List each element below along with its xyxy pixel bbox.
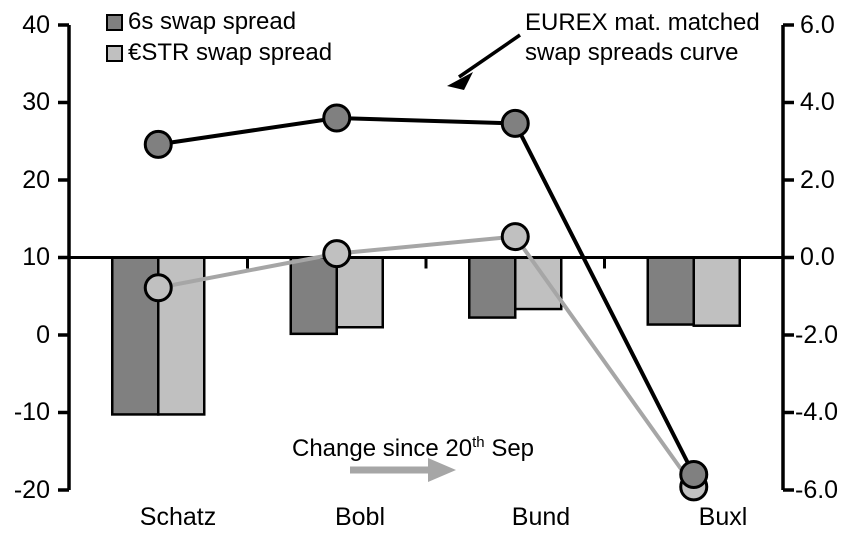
legend-label-6s-swap-spread: 6s swap spread bbox=[128, 8, 297, 35]
left-axis-tick-0: 0 bbox=[36, 321, 50, 349]
lines-layer bbox=[143, 103, 709, 502]
legend-item-6s-swap-spread: 6s swap spread bbox=[106, 8, 332, 36]
right-axis-tick--6: -6.0 bbox=[795, 476, 839, 504]
line-series-black bbox=[157, 115, 696, 476]
bars-layer bbox=[111, 256, 741, 416]
annotation-change-prefix: Change since 20 bbox=[292, 435, 473, 462]
bar-bund-series1 bbox=[514, 256, 563, 311]
annotation-eurex-curve: EUREX mat. matched swap spreads curve bbox=[525, 8, 760, 68]
left-axis-tick-20: 20 bbox=[22, 166, 50, 194]
left-axis-tick--20: -20 bbox=[13, 476, 50, 504]
annotation-change-since: Change since 20th Sep bbox=[292, 428, 534, 464]
legend-label-estr-swap-spread: €STR swap spread bbox=[128, 39, 333, 66]
annotation-change-suffix: Sep bbox=[484, 435, 535, 462]
legend-swatch-6s-swap-spread bbox=[106, 13, 123, 31]
bar-buxl-series0 bbox=[646, 256, 695, 326]
annotation-arrows-layer bbox=[350, 33, 521, 482]
annotation-change-sup: th bbox=[472, 434, 485, 451]
left-axis-tick-10: 10 bbox=[22, 243, 50, 271]
axes-layer bbox=[58, 23, 794, 492]
bar-bobl-series0 bbox=[289, 256, 338, 336]
marker-gray-schatz bbox=[143, 273, 173, 303]
right-axis-tick-2: 2.0 bbox=[800, 166, 835, 194]
bar-bobl-series1 bbox=[335, 256, 384, 329]
x-axis-label-bund: Bund bbox=[511, 503, 571, 531]
marker-gray-bund bbox=[500, 222, 530, 252]
annotation-arrow-eurex-head bbox=[447, 72, 473, 90]
marker-black-bund bbox=[500, 108, 530, 138]
annotation-eurex-curve-line2: swap spreads curve bbox=[525, 39, 739, 66]
right-axis-tick-0: 0.0 bbox=[800, 243, 835, 271]
legend-swatch-estr-swap-spread bbox=[106, 44, 123, 62]
marker-black-buxl bbox=[679, 460, 709, 489]
annotation-arrow-change-head bbox=[428, 458, 456, 482]
legend-item-estr-swap-spread: €STR swap spread bbox=[106, 39, 332, 67]
bar-bund-series0 bbox=[468, 256, 517, 319]
left-axis-tick-40: 40 bbox=[22, 11, 50, 39]
line-series-gray bbox=[157, 234, 696, 489]
chart-legend: 6s swap spread €STR swap spread bbox=[106, 8, 332, 70]
left-axis-tick-30: 30 bbox=[22, 88, 50, 116]
right-axis-tick-6: 6.0 bbox=[800, 11, 835, 39]
annotation-eurex-curve-line1: EUREX mat. matched bbox=[525, 9, 760, 36]
right-axis-tick--4: -4.0 bbox=[795, 398, 839, 426]
marker-black-bobl bbox=[322, 103, 352, 133]
right-axis-tick--2: -2.0 bbox=[795, 321, 839, 349]
x-axis-label-schatz: Schatz bbox=[139, 503, 217, 531]
marker-gray-bobl bbox=[322, 239, 352, 269]
left-axis-tick--10: -10 bbox=[13, 398, 50, 426]
marker-black-schatz bbox=[143, 129, 173, 159]
x-axis-label-bobl: Bobl bbox=[334, 503, 386, 531]
annotation-arrow-eurex-shaft bbox=[458, 33, 521, 79]
right-axis-tick-4: 4.0 bbox=[800, 88, 835, 116]
bar-buxl-series1 bbox=[692, 256, 741, 327]
x-axis-label-buxl: Buxl bbox=[698, 503, 748, 531]
